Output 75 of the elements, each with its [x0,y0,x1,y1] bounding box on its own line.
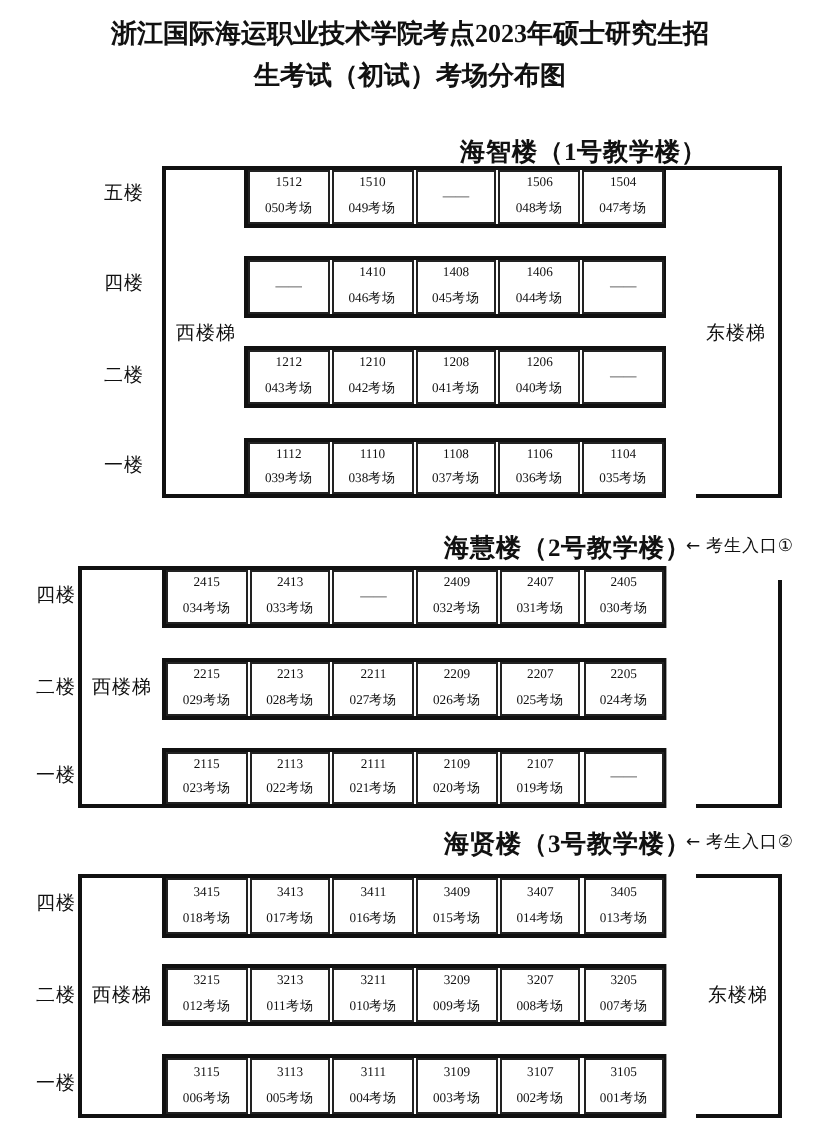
exam-room [415,350,497,404]
exam-room [166,570,248,624]
plan-label: 二楼 [36,679,76,701]
exam-room [499,968,581,1022]
exam-room [331,350,414,404]
exam-room [332,662,415,716]
exam-room [498,350,581,404]
exam-room [248,170,330,224]
exam-room [332,878,415,934]
exam-room [249,1058,331,1114]
exam-room [249,752,331,804]
plan-label: 一楼 [36,1075,76,1097]
exam-room [498,170,581,224]
exam-room [248,442,330,494]
exam-room [332,968,415,1022]
exam-room [583,662,665,716]
exam-room [248,350,330,404]
building-heading: 海智楼（1号教学楼） [460,136,707,168]
exam-room [499,570,581,624]
plan-label: 四楼 [36,895,76,917]
exam-room [498,260,581,314]
plan-label: 四楼 [36,587,76,609]
exam-room [499,662,581,716]
exam-room [583,968,665,1022]
exam-room [332,752,415,804]
exam-room [331,170,414,224]
exam-room [331,260,414,314]
plan-label: 二楼 [104,367,144,389]
exam-room [331,442,414,494]
exam-room [249,968,331,1022]
exam-room [415,260,497,314]
exam-room [583,752,665,804]
exam-room [166,968,248,1022]
exam-room [166,1058,248,1114]
plan-label: 西楼梯 [176,325,236,347]
exam-room [249,662,331,716]
exam-room [499,878,581,934]
exam-room [416,878,498,934]
exam-room [416,662,498,716]
plan-label: 四楼 [104,275,144,297]
exam-room [583,1058,665,1114]
plan-label: 东楼梯 [706,325,766,347]
exam-room [416,968,498,1022]
plan-label: 西楼梯 [92,679,152,701]
exam-room [582,350,664,404]
exam-room [499,752,581,804]
exam-room [582,442,664,494]
exam-room [166,752,248,804]
plan-label: 一楼 [104,457,144,479]
exam-room [582,170,664,224]
exam-room [583,570,665,624]
exam-room [415,442,497,494]
plan-label: 一楼 [36,767,76,789]
exam-room [248,260,330,314]
exam-room [249,878,331,934]
exam-room [416,1058,498,1114]
plan-label: 东楼梯 [708,987,768,1009]
exam-room [166,662,248,716]
exam-room [498,442,581,494]
plan-label: ← 考生入口① [686,537,793,559]
exam-room [416,752,498,804]
exam-room [332,570,415,624]
plan-label: 五楼 [104,185,144,207]
title: 浙江国际海运职业技术学院考点2023年硕士研究生招生考试（初试）考场分布图 [109,16,711,94]
exam-room [499,1058,581,1114]
plan-label: 西楼梯 [92,987,152,1009]
plan-label: 二楼 [36,987,76,1009]
exam-room [166,878,248,934]
exam-room [583,878,665,934]
exam-room [415,170,497,224]
exam-room [582,260,664,314]
plan-label: ← 考生入口② [686,833,793,855]
exam-room [416,570,498,624]
exam-room [332,1058,415,1114]
exam-room [249,570,331,624]
